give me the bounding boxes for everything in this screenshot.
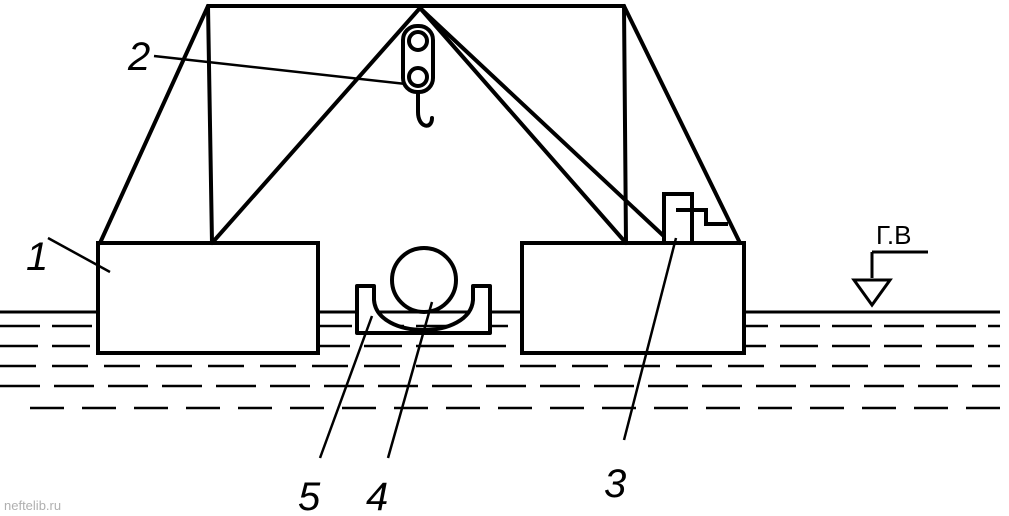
- water-level-marker: [851, 250, 928, 308]
- winch: [662, 192, 728, 245]
- hook-icon: [416, 90, 434, 128]
- cradle: [355, 284, 492, 335]
- gantry-frame: [98, 4, 742, 245]
- pulley-block: [401, 24, 435, 94]
- label-cradle: 5: [298, 475, 321, 516]
- label-winch: 3: [604, 462, 626, 506]
- label-pipe: 4: [366, 475, 388, 516]
- pipe: [390, 246, 458, 314]
- water-level-label: Г.В: [876, 220, 911, 250]
- label-pontoon: 1: [26, 235, 48, 279]
- pontoon-left: [96, 241, 320, 355]
- leader-lines: [47, 54, 678, 459]
- label-pulley-block: 2: [127, 35, 150, 79]
- watermark: neftelib.ru: [4, 498, 62, 513]
- pontoon-right: [520, 241, 746, 355]
